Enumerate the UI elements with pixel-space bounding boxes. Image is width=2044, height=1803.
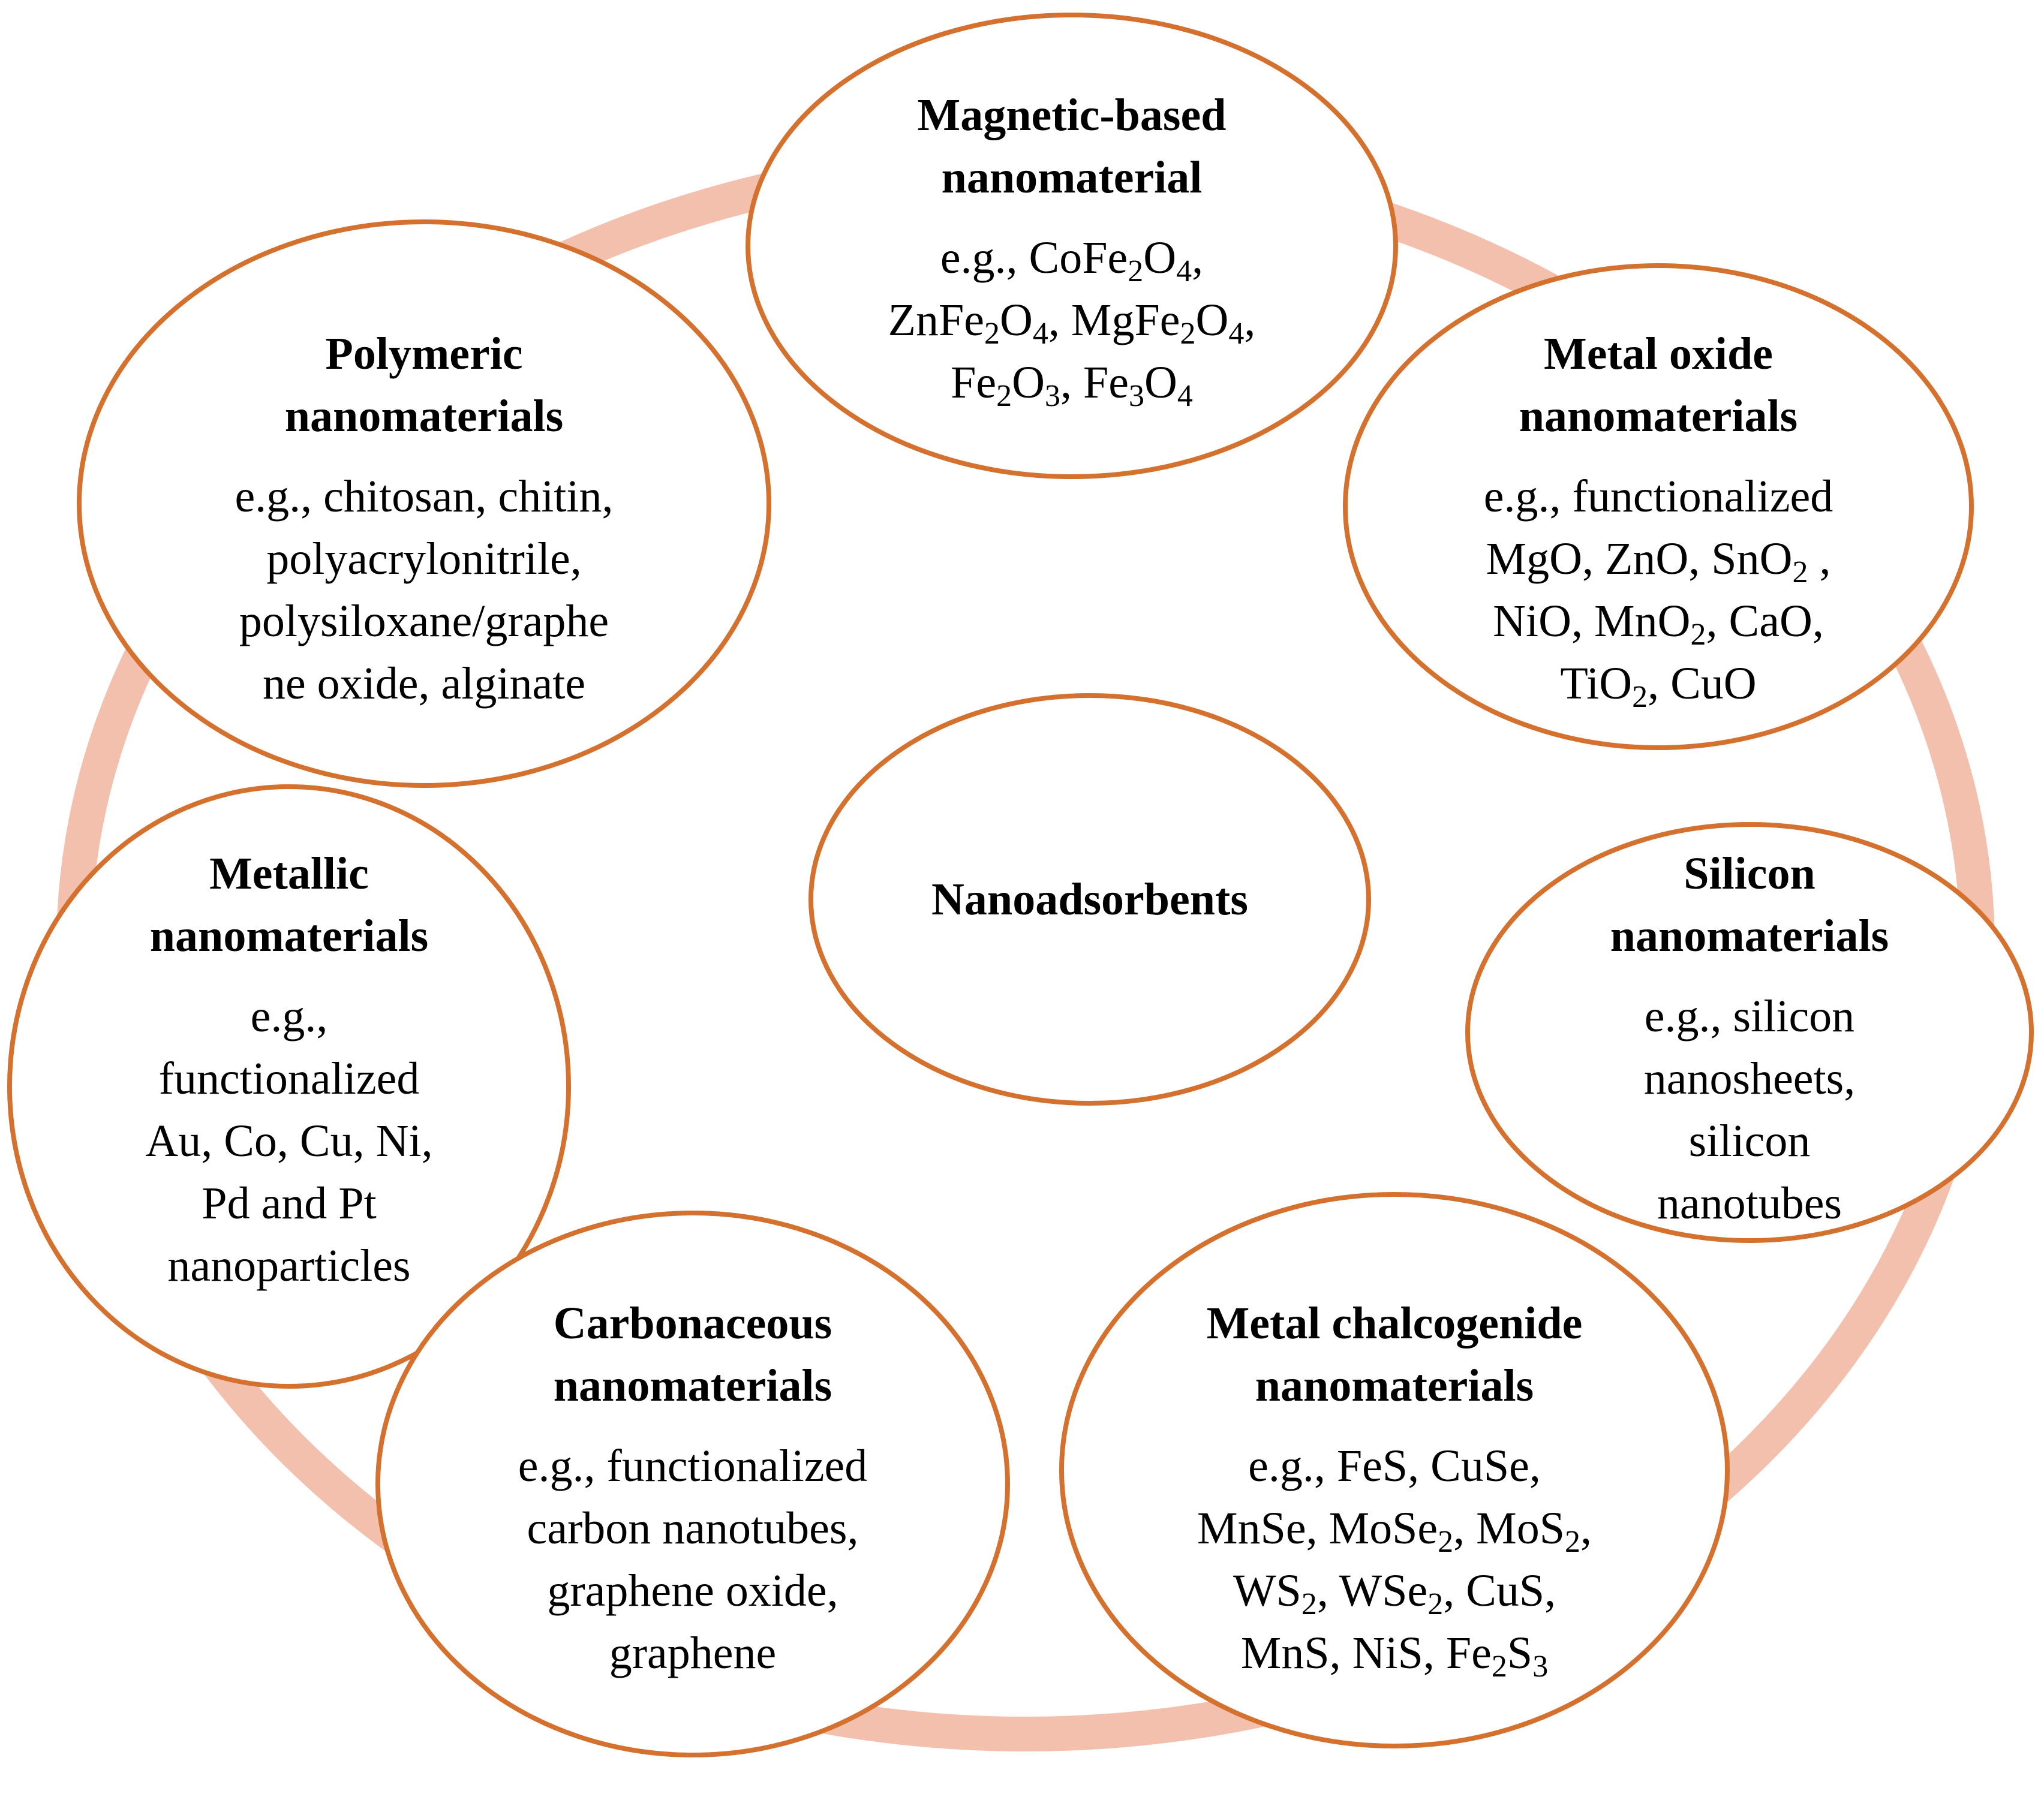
node-silicon-ellipse [1465,822,2034,1243]
text-line: MgO, ZnO, SnO2 , [1486,534,1831,589]
text-line: polyacrylonitrile, [266,534,582,584]
text-line: Magnetic-based [917,90,1227,140]
node-polymeric-title: Polymeric nanomaterials [124,323,724,447]
text-line: graphene [609,1628,777,1678]
text-line: nanomaterials [553,1360,832,1411]
node-metallic-ellipse [7,784,571,1389]
text-line: Metal chalcogenide [1206,1298,1583,1349]
node-carbonaceous-ellipse [375,1211,1010,1757]
text-line: e.g., [250,991,328,1042]
node-chalcogenide-text: Metal chalcogenide nanomaterials e.g., Fe… [1095,1292,1694,1684]
node-metallic-title: Metallic nanomaterials [49,842,529,967]
node-polymeric-examples: e.g., chitosan, chitin, polyacrylonitrile… [124,465,724,715]
node-center-ellipse [808,693,1371,1106]
text-line: MnS, NiS, Fe2S3 [1240,1628,1549,1684]
text-line: nanoparticles [167,1241,411,1291]
node-metallic-text: Metallic nanomaterials e.g., functionalize… [49,842,529,1297]
text-line: graphene oxide, [547,1566,838,1616]
text-line: ne oxide, alginate [262,658,586,709]
node-metal-oxide-text: Metal oxide nanomaterials e.g., functiona… [1370,323,1946,715]
text-line: Polymeric [325,329,523,379]
text-line: ZnFe2O4, MgFe2O4, [888,295,1256,351]
node-silicon-examples: e.g., silicon nanosheets, silicon nanotubes [1492,985,2007,1235]
text-line: Carbonaceous [553,1298,832,1349]
text-line: carbon nanotubes, [527,1503,859,1554]
text-line: e.g., chitosan, chitin, [235,471,614,522]
text-line: e.g., functionalized [518,1441,868,1491]
text-line: Pd and Pt [202,1178,377,1229]
node-carbonaceous-text: Carbonaceous nanomaterials e.g., function… [393,1292,993,1684]
text-line: nanomaterials [1610,911,1889,961]
text-line: nanomaterials [1255,1360,1534,1411]
text-line: TiO2, CuO [1560,658,1757,714]
text-line: MnSe, MoSe2, MoS2, [1197,1503,1592,1559]
node-carbonaceous-examples: e.g., functionalized carbon nanotubes, gra… [393,1435,993,1684]
text-line: Au, Co, Cu, Ni, [145,1116,433,1166]
node-polymeric-text: Polymeric nanomaterials e.g., chitosan, c… [124,323,724,715]
text-line: e.g., CoFe2O4, [940,233,1204,288]
text-line: Silicon [1684,848,1815,899]
text-line: Metallic [209,848,369,899]
text-line: nanomaterial [941,152,1203,203]
text-line: nanosheets, [1643,1053,1856,1104]
node-metal-oxide-ellipse [1343,263,1974,750]
text-line: e.g., FeS, CuSe, [1248,1441,1541,1491]
node-polymeric-ellipse [77,219,771,788]
node-silicon-title: Silicon nanomaterials [1492,842,2007,967]
text-line: e.g., functionalized [1483,471,1833,522]
node-magnetic-examples: e.g., CoFe2O4, ZnFe2O4, MgFe2O4, Fe2O3, Fe… [772,227,1372,414]
node-magnetic-text: Magnetic-based nanomaterial e.g., CoFe2O4… [772,84,1372,414]
text-line: NiO, MnO2, CaO, [1493,596,1824,652]
text-line: nanomaterials [284,391,564,441]
node-magnetic-ellipse [746,13,1398,479]
text-line: Metal oxide [1543,329,1773,379]
node-silicon-text: Silicon nanomaterials e.g., silicon nanosh… [1492,842,2007,1235]
text-line: e.g., silicon [1644,991,1855,1042]
node-chalcogenide-ellipse [1059,1192,1730,1748]
text-line: nanotubes [1657,1178,1842,1229]
node-magnetic-title: Magnetic-based nanomaterial [772,84,1372,209]
text-line: nanomaterials [1519,391,1798,441]
center-title: Nanoadsorbents [931,874,1248,925]
text-line: nanomaterials [149,911,429,961]
text-line: Fe2O3, Fe3O4 [951,357,1193,413]
node-center-text: Nanoadsorbents [850,868,1330,931]
text-line: polysiloxane/graphe [239,596,609,646]
node-chalcogenide-title: Metal chalcogenide nanomaterials [1095,1292,1694,1417]
text-line: silicon [1688,1116,1811,1166]
text-line: functionalized [158,1053,420,1104]
node-metal-oxide-title: Metal oxide nanomaterials [1370,323,1946,447]
node-chalcogenide-examples: e.g., FeS, CuSe, MnSe, MoSe2, MoS2, WS2, W… [1095,1435,1694,1684]
text-line: WS2, WSe2, CuS, [1233,1566,1556,1621]
node-carbonaceous-title: Carbonaceous nanomaterials [393,1292,993,1417]
